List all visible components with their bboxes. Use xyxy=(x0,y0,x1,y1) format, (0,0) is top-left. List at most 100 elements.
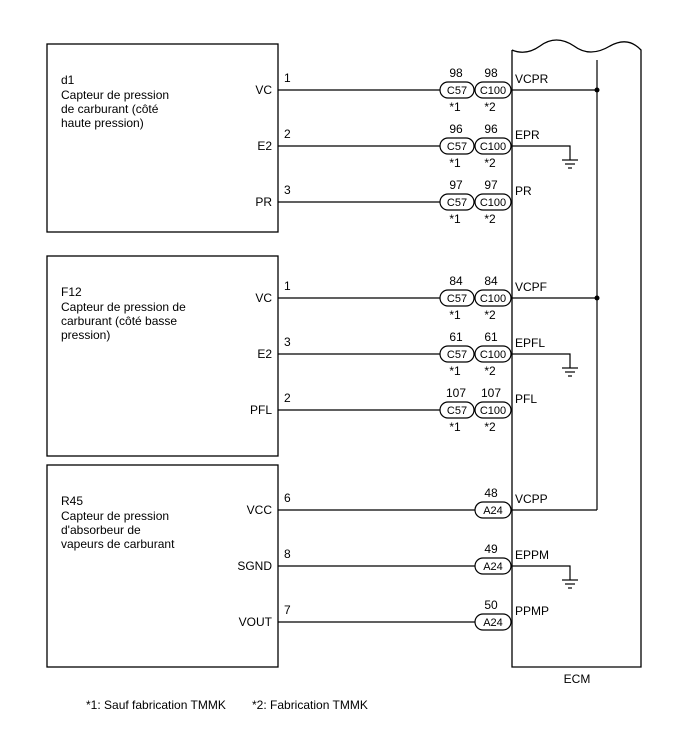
ecm-terminal-label: EPFL xyxy=(515,336,545,350)
connector-a24 xyxy=(474,557,512,575)
sensor-name-line: d'absorbeur de xyxy=(61,523,141,537)
note-2-mark: *2 xyxy=(484,364,496,378)
c100-pin-number: 96 xyxy=(484,122,498,136)
sensor-name-line: Capteur de pression de xyxy=(61,300,186,314)
connector-c100-label: C100 xyxy=(480,293,506,305)
sensor-name-line: Capteur de pression xyxy=(61,88,169,102)
connector-c100 xyxy=(474,401,512,419)
note-1-mark: *1 xyxy=(449,212,461,226)
pin-number: 1 xyxy=(284,279,291,293)
c100-pin-number: 107 xyxy=(481,386,501,400)
note-2-mark: *2 xyxy=(484,156,496,170)
ecm-terminal-label: PPMP xyxy=(515,604,549,618)
c57-pin-number: 107 xyxy=(446,386,466,400)
connector-c57-label: C57 xyxy=(447,85,467,97)
ground-icon xyxy=(562,579,578,589)
pin-number: 8 xyxy=(284,547,291,561)
c57-pin-number: 97 xyxy=(449,178,463,192)
connector-a24-label: A24 xyxy=(483,617,503,629)
sensor-name-line: Capteur de pression xyxy=(61,509,169,523)
note-2-mark: *2 xyxy=(484,100,496,114)
pin-number: 2 xyxy=(284,127,291,141)
junction-dot xyxy=(594,87,600,93)
pin-label: VC xyxy=(255,291,272,305)
sensor-name-line: pression) xyxy=(61,328,110,342)
footnote-2: *2: Fabrication TMMK xyxy=(252,698,368,712)
sensor-id: R45 xyxy=(61,494,83,508)
note-2-mark: *2 xyxy=(484,212,496,226)
connector-c100 xyxy=(474,289,512,307)
footnote-1: *1: Sauf fabrication TMMK xyxy=(86,698,226,712)
sensor-name-line: haute pression) xyxy=(61,116,144,130)
ground-icon xyxy=(562,367,578,377)
connector-c100 xyxy=(474,193,512,211)
connector-c100-label: C100 xyxy=(480,349,506,361)
pin-label: E2 xyxy=(257,139,272,153)
c100-pin-number: 84 xyxy=(484,274,498,288)
c57-pin-number: 98 xyxy=(449,66,463,80)
ecm-box xyxy=(511,39,642,668)
ecm-terminal-label: VCPP xyxy=(515,492,548,506)
c57-pin-number: 84 xyxy=(449,274,463,288)
sensor-name-line: vapeurs de carburant xyxy=(61,537,175,551)
connector-a24-label: A24 xyxy=(483,561,503,573)
ecm-label: ECM xyxy=(564,672,591,686)
connector-c57 xyxy=(439,289,475,307)
a24-pin-number: 49 xyxy=(484,542,498,556)
ecm-terminal-label: PFL xyxy=(515,392,537,406)
ecm-terminal-label: EPPM xyxy=(515,548,549,562)
note-1-mark: *1 xyxy=(449,100,461,114)
connector-c57 xyxy=(439,401,475,419)
pin-number: 1 xyxy=(284,71,291,85)
note-1-mark: *1 xyxy=(449,420,461,434)
pin-label: SGND xyxy=(237,559,272,573)
ground-wire xyxy=(512,353,571,368)
pin-label: VC xyxy=(255,83,272,97)
connector-c100-label: C100 xyxy=(480,141,506,153)
ground-wire xyxy=(512,145,571,160)
c100-pin-number: 97 xyxy=(484,178,498,192)
sensor-name-line: carburant (côté basse xyxy=(61,314,177,328)
a24-pin-number: 48 xyxy=(484,486,498,500)
junction-dot xyxy=(594,295,600,301)
sensor-id: d1 xyxy=(61,73,75,87)
pin-number: 6 xyxy=(284,491,291,505)
connector-c57 xyxy=(439,137,475,155)
connector-c100-label: C100 xyxy=(480,405,506,417)
note-2-mark: *2 xyxy=(484,420,496,434)
sensor-box xyxy=(46,43,279,233)
connector-a24 xyxy=(474,613,512,631)
ground-icon xyxy=(562,159,578,169)
ecm-terminal-label: PR xyxy=(515,184,532,198)
pin-label: PR xyxy=(255,195,272,209)
sensor-id: F12 xyxy=(61,285,82,299)
ecm-terminal-label: VCPR xyxy=(515,72,549,86)
connector-a24-label: A24 xyxy=(483,505,503,517)
ground-wire xyxy=(512,565,571,580)
connector-c100 xyxy=(474,345,512,363)
pin-number: 2 xyxy=(284,391,291,405)
connector-c57 xyxy=(439,193,475,211)
note-1-mark: *1 xyxy=(449,364,461,378)
note-2-mark: *2 xyxy=(484,308,496,322)
pin-number: 7 xyxy=(284,603,291,617)
connector-c57-label: C57 xyxy=(447,349,467,361)
connector-c57-label: C57 xyxy=(447,197,467,209)
pin-number: 3 xyxy=(284,335,291,349)
sensor-name-line: de carburant (côté xyxy=(61,102,159,116)
c100-pin-number: 98 xyxy=(484,66,498,80)
pin-label: VCC xyxy=(247,503,273,517)
connector-c100 xyxy=(474,81,512,99)
